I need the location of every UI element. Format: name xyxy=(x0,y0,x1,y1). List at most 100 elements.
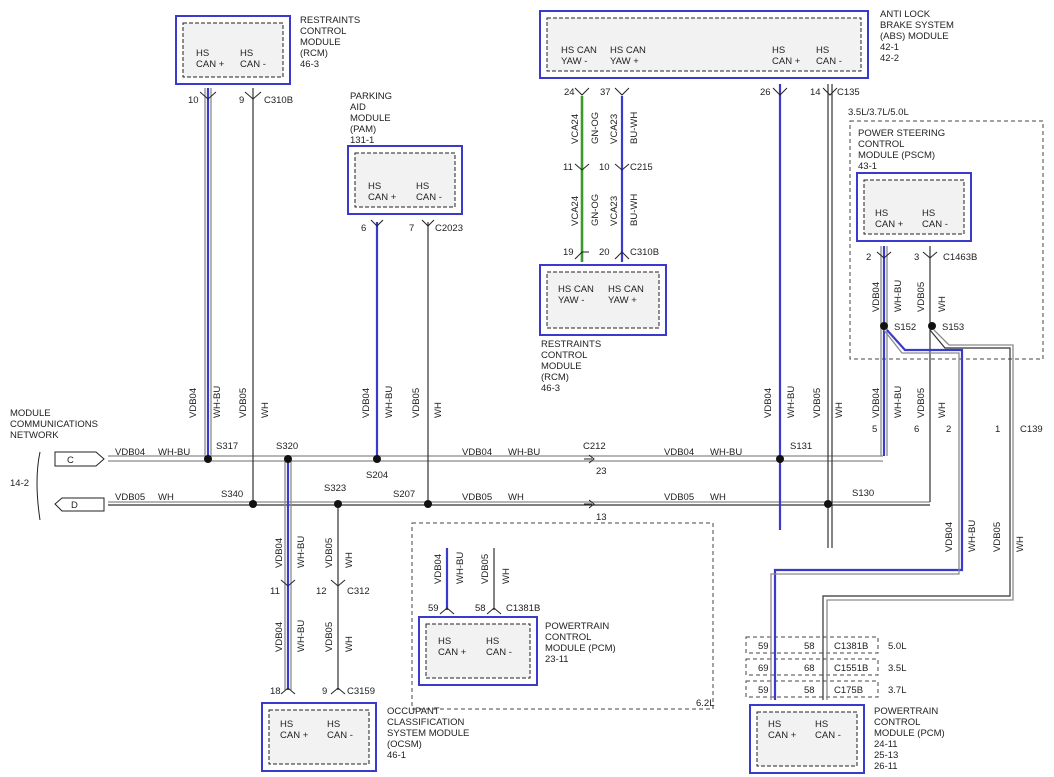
vlabel-rcm-vdb04: VDB04 xyxy=(188,388,199,418)
vlabel-pscm-vdb05-b: VDB05 xyxy=(916,388,927,418)
network-ref: 14-2 xyxy=(10,478,29,489)
pcm-conn-50-pin1: 59 xyxy=(758,641,769,652)
pcm-conn-35-pin2: 68 xyxy=(804,663,815,674)
pcm-62-title-4: 23-11 xyxy=(545,654,569,665)
vlabel-rcm-wh: WH xyxy=(260,402,271,418)
pscm-pin2-b: CAN - xyxy=(922,219,948,230)
pin-ocsm-18: 18 xyxy=(270,686,281,697)
rcm-top-title-2: CONTROL xyxy=(300,26,346,37)
connector-pin-labels: 10 9 C310B 6 7 C2023 24 37 26 14 C135 11… xyxy=(188,87,1043,697)
vlabel-pscm-vdb05-a: VDB05 xyxy=(916,282,927,312)
pin-rcm-9: 9 xyxy=(239,95,244,106)
vlabel-pcm62-whbu: WH-BU xyxy=(455,552,466,584)
vlabel-rcm-vdb05: VDB05 xyxy=(238,388,249,418)
rcm-yaw-title-3: MODULE xyxy=(541,361,582,372)
abs-pin3-a: HS xyxy=(772,45,785,56)
vlabel-pam-whbu: WH-BU xyxy=(384,386,395,418)
pin-abs-14: 14 xyxy=(810,87,821,98)
vlabel-yaw-buwh-b: BU-WH xyxy=(629,194,640,226)
vlabel-pam-wh: WH xyxy=(433,402,444,418)
bus-d-vdb05-3: VDB05 xyxy=(664,492,694,503)
vlabel-abs-whbu: WH-BU xyxy=(786,386,797,418)
vlabel-pcm-whbu: WH-BU xyxy=(967,520,978,552)
wire-network xyxy=(108,84,1014,700)
rcm-yaw-module: HS CAN YAW - HS CAN YAW + RESTRAINTS CON… xyxy=(539,264,667,394)
pin-c215-10: 10 xyxy=(599,162,610,173)
pcm-conn-37-engine: 3.7L xyxy=(888,685,907,696)
bus-d-vdb05-1: VDB05 xyxy=(115,492,145,503)
vlabel-pcm62-wh: WH xyxy=(501,568,512,584)
vlabel-pcm-vdb04: VDB04 xyxy=(944,522,955,552)
label-s204: S204 xyxy=(366,470,388,481)
vlabel-ocsm-vdb05-b: VDB05 xyxy=(324,622,335,652)
rcm-yaw-title-5: 46-3 xyxy=(541,383,560,394)
bus-wire-labels: VDB04 WH-BU VDB04 WH-BU VDB04 WH-BU VDB0… xyxy=(115,441,742,523)
abs-pin3-b: CAN + xyxy=(772,56,801,67)
pam-pin1-a: HS xyxy=(368,181,381,192)
network-title-3: NETWORK xyxy=(10,430,59,441)
bus-d-wh-1: WH xyxy=(158,492,174,503)
network-connectors: C D MODULE COMMUNICATIONS NETWORK 14-2 xyxy=(10,408,105,521)
rcm-yaw-pin1-b: YAW - xyxy=(558,295,584,306)
pin-abs-conn: C135 xyxy=(837,87,860,98)
label-s130: S130 xyxy=(852,488,874,499)
pscm-pin1-a: HS xyxy=(875,208,888,219)
pin-c215-11: 11 xyxy=(563,162,573,173)
pin-c139-6: 6 xyxy=(914,424,919,435)
vlabel-yaw-vca24-b: VCA24 xyxy=(570,196,581,226)
vlabel-pscm-whbu-a: WH-BU xyxy=(893,280,904,312)
pin-rcm-conn: C310B xyxy=(264,95,293,106)
ocsm-title-3: SYSTEM MODULE xyxy=(387,728,469,739)
pin-abs-37: 37 xyxy=(600,87,611,98)
bus-c-whbu-2: WH-BU xyxy=(508,447,540,458)
rcm-top-pin2-a: HS xyxy=(240,48,253,59)
pin-pam-conn: C2023 xyxy=(435,223,463,234)
bus-d-wh-2: WH xyxy=(508,492,524,503)
ocsm-pin2-b: CAN - xyxy=(327,730,353,741)
pcm-conn-50-engine: 5.0L xyxy=(888,641,907,652)
label-c212-pin23: 23 xyxy=(596,466,607,477)
rcm-top-title-3: MODULE xyxy=(300,37,341,48)
pin-pcm62-59: 59 xyxy=(428,603,439,614)
vlabel-pam-vdb04: VDB04 xyxy=(361,388,372,418)
rcm-top-title-1: RESTRAINTS xyxy=(300,15,360,26)
pcm-main-pin1-a: HS xyxy=(768,719,781,730)
pin-c215-conn: C215 xyxy=(630,162,653,173)
pcm-62-pin2-b: CAN - xyxy=(486,647,512,658)
vlabel-yaw-gnog-b: GN-OG xyxy=(590,194,601,226)
vlabel-ocsm-wh-a: WH xyxy=(344,552,355,568)
ocsm-title-2: CLASSIFICATION xyxy=(387,717,465,728)
vlabel-pscm-vdb04-b: VDB04 xyxy=(871,388,882,418)
vlabel-pam-vdb05: VDB05 xyxy=(411,388,422,418)
rcm-top-pin1-a: HS xyxy=(196,48,209,59)
pcm-conn-50-pin2: 58 xyxy=(804,641,815,652)
vlabel-pcm62-vdb04: VDB04 xyxy=(433,554,444,584)
rcm-top-module: HS CAN + HS CAN - RESTRAINTS CONTROL MOD… xyxy=(175,15,360,85)
pin-pcm62-58: 58 xyxy=(475,603,486,614)
pcm-conn-37-pin2: 58 xyxy=(804,685,815,696)
pcm-main-pin2-b: CAN - xyxy=(815,730,841,741)
ocsm-title-4: (OCSM) xyxy=(387,739,422,750)
pscm-module: 3.5L/3.7L/5.0L POWER STEERING CONTROL MO… xyxy=(848,107,1044,360)
abs-title-1: ANTI LOCK xyxy=(880,9,931,20)
rcm-top-pin1-b: CAN + xyxy=(196,59,225,70)
connector-arrows xyxy=(199,87,938,695)
pin-pscm-3: 3 xyxy=(914,252,919,263)
ocsm-pin1-a: HS xyxy=(280,719,293,730)
abs-pin1-b: YAW - xyxy=(561,56,587,67)
pcm-main-title-5: 25-13 xyxy=(874,750,898,761)
pam-title-5: 131-1 xyxy=(350,135,374,146)
pin-rcmyaw-19: 19 xyxy=(563,247,574,258)
label-s131: S131 xyxy=(790,441,812,452)
vlabel-ocsm-whbu-a: WH-BU xyxy=(296,536,307,568)
pcm-conn-50-name: C1381B xyxy=(834,641,868,652)
splice-s320 xyxy=(284,455,292,463)
pin-c312-11: 11 xyxy=(270,586,280,597)
abs-pin4-b: CAN - xyxy=(816,56,842,67)
pscm-title-4: 43-1 xyxy=(858,161,877,172)
bus-c-vdb04-2: VDB04 xyxy=(462,447,492,458)
vlabel-pscm-vdb04-a: VDB04 xyxy=(871,282,882,312)
vlabel-pcm62-vdb05: VDB05 xyxy=(480,554,491,584)
vlabel-pscm-wh-b: WH xyxy=(937,402,948,418)
